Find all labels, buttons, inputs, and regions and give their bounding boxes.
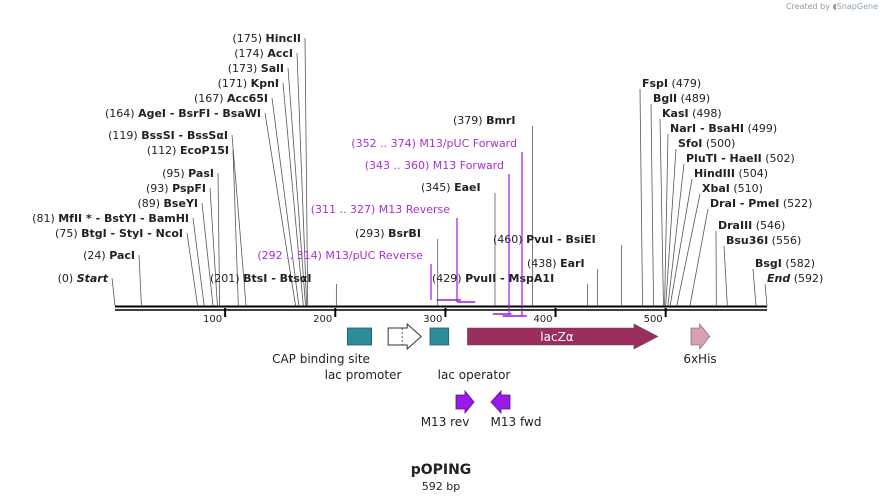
cut-site-line <box>287 67 306 307</box>
cut-site-line <box>138 254 142 307</box>
feature-box <box>429 327 450 346</box>
cut-site-line <box>264 112 297 307</box>
primer-label: M13 fwd <box>491 415 542 429</box>
primer-binding-label: (343 .. 360) M13 Forward <box>365 159 504 172</box>
ruler-tick-label: 100 <box>203 314 222 325</box>
cut-site-line <box>723 245 728 307</box>
cut-site-label: (119) BssSI - BssSαI <box>108 129 228 142</box>
cut-site-line <box>192 217 205 307</box>
cut-site-label: (75) BtgI - StyI - NcoI <box>55 227 183 240</box>
cut-site-line <box>764 283 768 307</box>
cut-site-line <box>689 208 709 307</box>
cut-site-label: (201) BtsI - BtsαI <box>210 272 311 285</box>
credit-brand: SnapGene <box>836 2 878 11</box>
snapgene-logo-icon: ◖ <box>832 2 837 11</box>
cut-site-line <box>664 133 669 307</box>
cut-site-line <box>639 88 643 307</box>
cut-site-label: (93) PspFI <box>146 182 206 195</box>
cut-site-label: (167) Acc65I <box>194 92 268 105</box>
cut-site-line <box>752 268 757 307</box>
feature-label: 6xHis <box>683 352 716 366</box>
cut-site-line <box>667 163 685 307</box>
cut-site-line <box>186 232 198 307</box>
credit-prefix: Created by <box>785 2 830 11</box>
cut-site-label: BglI (489) <box>653 92 710 105</box>
cut-site-line <box>669 178 693 307</box>
cut-site-label: End (592) <box>767 272 823 285</box>
cut-site-label: DraIII (546) <box>718 219 785 232</box>
feature-label-lacz: lacZα <box>540 330 574 344</box>
feature-label: CAP binding site <box>272 352 370 366</box>
feature-arrow <box>467 323 659 350</box>
cut-site-label: (89) BseYI <box>137 197 198 210</box>
primer-binding-label: (311 .. 327) M13 Reverse <box>311 203 450 216</box>
primer-binding-label: (292 .. 314) M13/pUC Reverse <box>257 249 423 262</box>
ruler-tick-label: 500 <box>644 314 663 325</box>
feature-label: lac operator <box>438 368 511 382</box>
cut-site-line <box>296 52 308 307</box>
cut-site-label: HindIII (504) <box>694 167 768 180</box>
cut-site-line <box>659 118 664 307</box>
cut-site-label: (175) HincII <box>232 32 301 45</box>
cut-site-label: (81) MfII * - BstYI - BamHI <box>32 212 189 225</box>
cut-site-label: NarI - BsaHI (499) <box>670 122 777 135</box>
cut-site-label: (174) AccI <box>234 47 293 60</box>
primer-label: M13 rev <box>421 415 470 429</box>
feature-arrow <box>690 323 711 350</box>
cut-site-label: DraI - PmeI (522) <box>710 197 812 210</box>
cut-site-label: (173) SalI <box>228 62 284 75</box>
sequence-name: pOPING <box>410 462 472 478</box>
cut-site-label: (24) PacI <box>83 249 135 262</box>
cut-site-line <box>217 172 221 307</box>
cut-site-line <box>304 37 309 307</box>
snapgene-credit: Created by ◖SnapGene <box>786 2 878 11</box>
cut-site-line <box>111 277 116 307</box>
cut-site-label: PluTI - HaeII (502) <box>686 152 795 165</box>
cut-site-line <box>201 202 214 307</box>
cut-site-label: Bsu36I (556) <box>726 234 801 247</box>
cut-site-label: BsgI (582) <box>755 257 815 270</box>
cut-site-label: (293) BsrBI <box>355 227 421 240</box>
cut-site-label: SfoI (500) <box>678 137 735 150</box>
cut-site-line <box>231 134 247 307</box>
cut-site-label: XbaI (510) <box>702 182 763 195</box>
cut-site-label: (112) EcoP15I <box>147 144 229 157</box>
feature-label: lac promoter <box>325 368 402 382</box>
ruler-tick-label: 200 <box>313 314 332 325</box>
primer-arrow-reverse <box>490 389 511 415</box>
cut-site-label: (95) PasI <box>162 167 214 180</box>
cut-site-label: (379) BmrI <box>453 114 515 127</box>
cut-site-line <box>271 97 300 307</box>
primer-binding-label: (352 .. 374) M13/pUC Forward <box>351 137 517 150</box>
feature-box <box>346 327 373 346</box>
cut-site-label: (171) KpnI <box>218 77 279 90</box>
cut-site-line <box>282 82 304 307</box>
cut-site-line <box>665 148 677 307</box>
ruler-tick-label: 400 <box>533 314 552 325</box>
cut-site-line <box>232 149 239 307</box>
cut-site-label: FspI (479) <box>642 77 701 90</box>
cut-site-label: (164) AgeI - BsrFI - BsaWI <box>105 107 261 120</box>
cut-site-label: (345) EaeI <box>421 181 481 194</box>
cut-site-label: (0) Start <box>58 272 109 285</box>
cut-site-label: KasI (498) <box>662 107 722 120</box>
sequence-length: 592 bp <box>421 480 461 493</box>
feature-arrow-outline <box>387 322 422 351</box>
ruler-tick-label: 300 <box>423 314 442 325</box>
cut-site-line <box>209 187 218 307</box>
cut-site-label: (429) PvuII - MspA1I <box>432 272 554 285</box>
primer-arrow-forward <box>455 389 475 415</box>
cut-site-label: (438) EarI <box>527 257 585 270</box>
cut-site-line <box>650 103 654 307</box>
cut-site-line <box>676 193 701 307</box>
